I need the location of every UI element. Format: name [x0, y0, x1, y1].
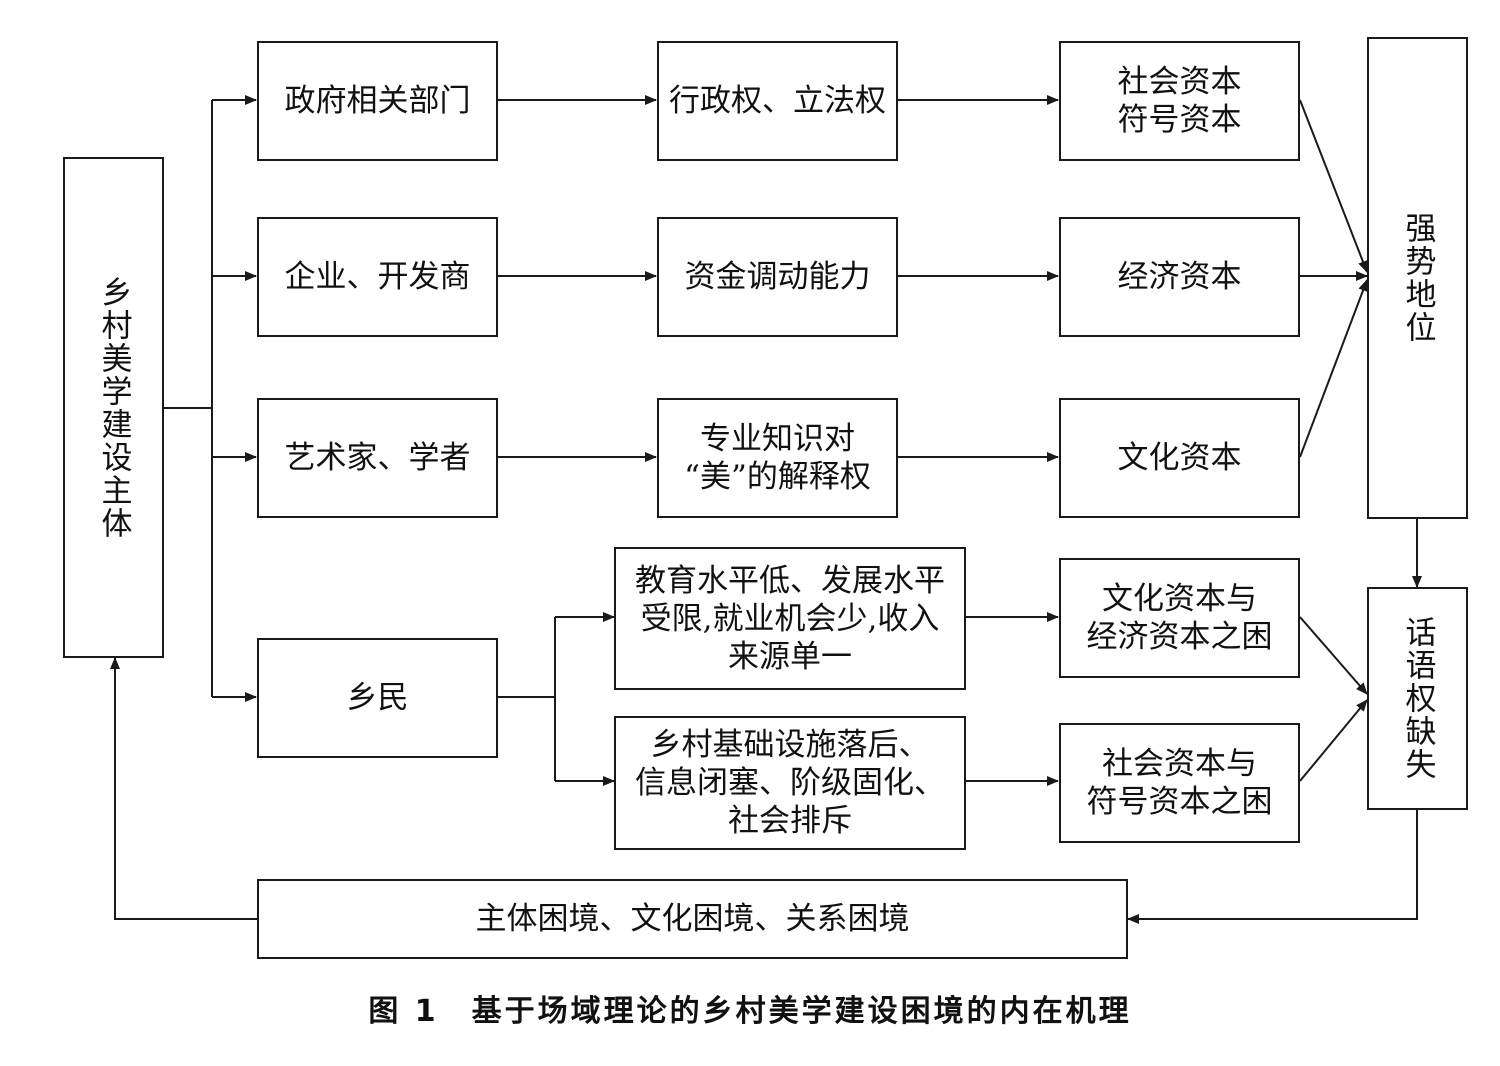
- node-enterprise-capital: 经济资本: [1059, 217, 1300, 337]
- node-enterprise-power: 资金调动能力: [657, 217, 898, 337]
- node-discourse-loss: 话语权缺失: [1367, 587, 1468, 810]
- node-artist: 艺术家、学者: [257, 398, 498, 518]
- node-enterprise: 企业、开发商: [257, 217, 498, 337]
- node-villager-capital1: 文化资本与 经济资本之困: [1059, 558, 1300, 678]
- edge-gov-capital-dominant: [1299, 99, 1368, 273]
- figure-caption: 图 1 基于场域理论的乡村美学建设困境的内在机理: [368, 994, 1132, 1029]
- node-villager-issue1: 教育水平低、发展水平 受限,就业机会少,收入 来源单一: [614, 547, 966, 690]
- node-villager-capital2: 社会资本与 符号资本之困: [1059, 723, 1300, 843]
- node-gov: 政府相关部门: [257, 41, 498, 161]
- node-villager-issue2: 乡村基础设施落后、 信息闭塞、阶级固化、 社会排斥: [614, 716, 966, 850]
- node-gov-capital: 社会资本 符号资本: [1059, 41, 1300, 161]
- edge-art-capital-dominant: [1299, 279, 1368, 458]
- node-artist-power: 专业知识对 “美”的解释权: [657, 398, 898, 518]
- node-dilemmas: 主体困境、文化困境、关系困境: [257, 879, 1128, 959]
- node-dominant: 强势地位: [1367, 37, 1468, 519]
- node-subject: 乡村美学建设主体: [63, 157, 164, 658]
- node-artist-capital: 文化资本: [1059, 398, 1300, 518]
- node-gov-power: 行政权、立法权: [657, 41, 898, 161]
- node-villager: 乡民: [257, 638, 498, 758]
- edge-cap1-discourse: [1299, 616, 1368, 695]
- edge-discourse-dilemmas: [1127, 810, 1418, 924]
- edge-dilemmas-subject: [110, 657, 257, 920]
- edge-cap2-discourse: [1299, 699, 1368, 782]
